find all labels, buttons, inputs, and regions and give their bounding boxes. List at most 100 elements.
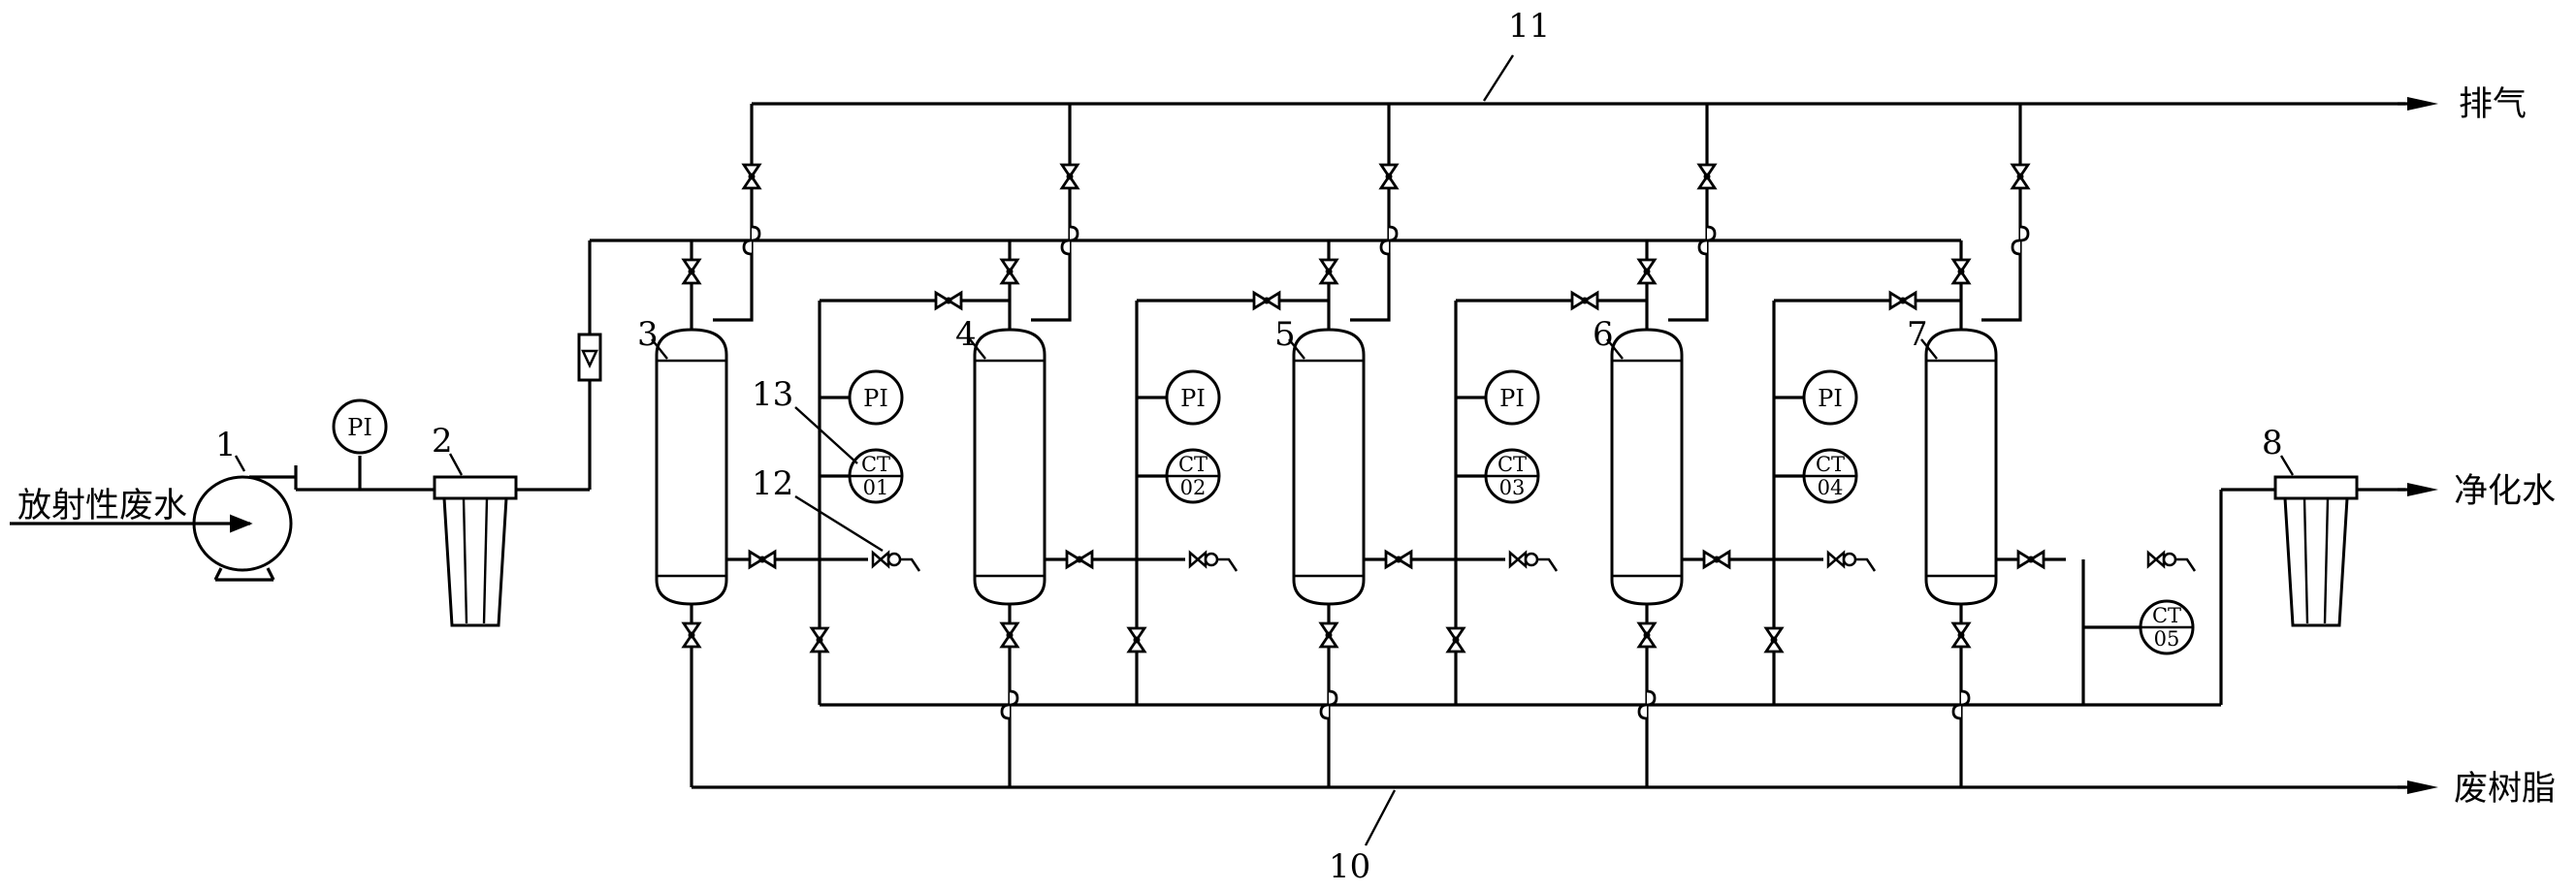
pressure-gauge-icon: PI bbox=[1802, 369, 1858, 426]
callout-5: 5 bbox=[1274, 315, 1296, 354]
callout-12: 12 bbox=[752, 464, 793, 503]
waste-resin-arrow-icon bbox=[2396, 779, 2440, 796]
resin-valve-5[interactable] bbox=[1951, 621, 1971, 649]
conductivity-sensor-icon: CT 01 bbox=[848, 448, 904, 504]
callout-6: 6 bbox=[1593, 315, 1614, 354]
leader-12 bbox=[794, 494, 884, 553]
pump-icon[interactable] bbox=[192, 465, 298, 582]
sample-valve-1[interactable] bbox=[871, 551, 921, 573]
vent-valve-1[interactable] bbox=[742, 163, 761, 190]
resin-valve-3[interactable] bbox=[1319, 621, 1338, 649]
vent-drops bbox=[713, 233, 2022, 322]
resin-valve-2[interactable] bbox=[1000, 621, 1019, 649]
svg-text:04: 04 bbox=[1818, 476, 1844, 499]
tie-valve-4[interactable] bbox=[1888, 291, 1917, 310]
svg-text:PI: PI bbox=[863, 385, 888, 412]
waste-resin-line: 废树脂 10 bbox=[690, 604, 2556, 886]
purified-label: 净化水 bbox=[2454, 472, 2556, 511]
column-5[interactable] bbox=[1924, 328, 1998, 606]
svg-text:CT: CT bbox=[1816, 453, 1845, 476]
vent-line: 排气 11 bbox=[750, 7, 2527, 233]
svg-text:CT: CT bbox=[861, 453, 890, 476]
conductivity-sensor-icon: CT 02 bbox=[1165, 448, 1221, 504]
callout-2: 2 bbox=[432, 422, 453, 461]
svg-text:CT: CT bbox=[1178, 453, 1208, 476]
resin-valve-1[interactable] bbox=[682, 621, 701, 649]
inlet-label: 放射性废水 bbox=[17, 487, 187, 525]
svg-text:05: 05 bbox=[2154, 627, 2180, 651]
pressure-gauge-icon: PI bbox=[332, 398, 388, 455]
svg-text:PI: PI bbox=[1818, 385, 1843, 412]
conductivity-sensor-icon: CT 05 bbox=[2139, 599, 2195, 655]
conductivity-sensor-icon: CT 04 bbox=[1802, 448, 1858, 504]
inlet-valve-3[interactable] bbox=[1319, 258, 1338, 285]
vent-label: 排气 bbox=[2459, 85, 2527, 124]
filter-outlet-line bbox=[516, 380, 592, 492]
callout-7: 7 bbox=[1907, 315, 1928, 354]
filter-housing-icon[interactable] bbox=[433, 475, 518, 627]
transfer-lines bbox=[726, 299, 2275, 707]
svg-text:01: 01 bbox=[863, 476, 889, 499]
leader-8 bbox=[2279, 455, 2295, 476]
vent-valve-3[interactable] bbox=[1379, 163, 1399, 190]
inlet-valve-4[interactable] bbox=[1637, 258, 1657, 285]
callout-13: 13 bbox=[752, 375, 793, 414]
feed-header bbox=[588, 239, 1963, 334]
waste-resin-label: 废树脂 bbox=[2454, 770, 2556, 809]
inlet-valve-2[interactable] bbox=[1000, 258, 1019, 285]
bypass-valve-1[interactable] bbox=[810, 626, 829, 653]
filter-housing-icon[interactable] bbox=[2273, 475, 2359, 627]
leader-10 bbox=[1364, 789, 1397, 846]
svg-text:03: 03 bbox=[1499, 476, 1526, 499]
pressure-gauge-icon: PI bbox=[1484, 369, 1540, 426]
flowmeter-icon bbox=[577, 333, 602, 382]
callout-3: 3 bbox=[637, 315, 659, 354]
outlet-valve-1[interactable] bbox=[748, 550, 777, 569]
sample-valve-5[interactable] bbox=[2146, 551, 2197, 573]
pressure-gauge-icon: PI bbox=[848, 369, 904, 426]
bypass-valve-2[interactable] bbox=[1127, 626, 1146, 653]
outlet-valve-2[interactable] bbox=[1065, 550, 1094, 569]
column-1[interactable] bbox=[655, 328, 728, 606]
svg-text:CT: CT bbox=[1497, 453, 1527, 476]
leader-1 bbox=[234, 455, 246, 472]
callout-8: 8 bbox=[2262, 424, 2283, 462]
vent-valve-2[interactable] bbox=[1060, 163, 1079, 190]
sample-valve-3[interactable] bbox=[1508, 551, 1559, 573]
vent-arrow-icon bbox=[2396, 95, 2440, 112]
sample-valve-2[interactable] bbox=[1188, 551, 1239, 573]
svg-text:PI: PI bbox=[1499, 385, 1525, 412]
callout-11: 11 bbox=[1508, 7, 1550, 46]
callout-10: 10 bbox=[1329, 847, 1370, 886]
pressure-gauge-icon: PI bbox=[1165, 369, 1221, 426]
column-3[interactable] bbox=[1292, 328, 1366, 606]
inlet-valve-1[interactable] bbox=[682, 258, 701, 285]
outlet-valve-5[interactable] bbox=[2016, 550, 2045, 569]
outlet-valve-4[interactable] bbox=[1702, 550, 1731, 569]
svg-text:PI: PI bbox=[1180, 385, 1206, 412]
tie-valve-1[interactable] bbox=[934, 291, 963, 310]
leader-13 bbox=[794, 406, 858, 464]
sample-valve-4[interactable] bbox=[1826, 551, 1877, 573]
leader-2 bbox=[448, 453, 464, 476]
column-4[interactable] bbox=[1610, 328, 1684, 606]
tie-valve-2[interactable] bbox=[1252, 291, 1281, 310]
purified-outlet: 净化水 bbox=[2357, 472, 2556, 511]
vent-valve-4[interactable] bbox=[1697, 163, 1717, 190]
pump-discharge bbox=[296, 456, 435, 492]
purified-arrow-icon bbox=[2396, 481, 2440, 498]
bypass-valve-4[interactable] bbox=[1764, 626, 1784, 653]
callout-4: 4 bbox=[955, 315, 977, 354]
leader-11 bbox=[1482, 54, 1515, 102]
resin-valve-4[interactable] bbox=[1637, 621, 1657, 649]
pi-label-inlet: PI bbox=[347, 414, 372, 441]
bypass-valve-3[interactable] bbox=[1446, 626, 1465, 653]
column-2[interactable] bbox=[973, 328, 1046, 606]
outlet-valve-3[interactable] bbox=[1384, 550, 1413, 569]
inlet-valve-5[interactable] bbox=[1951, 258, 1971, 285]
svg-text:CT: CT bbox=[2152, 604, 2181, 627]
vent-valve-5[interactable] bbox=[2011, 163, 2030, 190]
conductivity-sensor-icon: CT 03 bbox=[1484, 448, 1540, 504]
tie-valve-3[interactable] bbox=[1570, 291, 1599, 310]
